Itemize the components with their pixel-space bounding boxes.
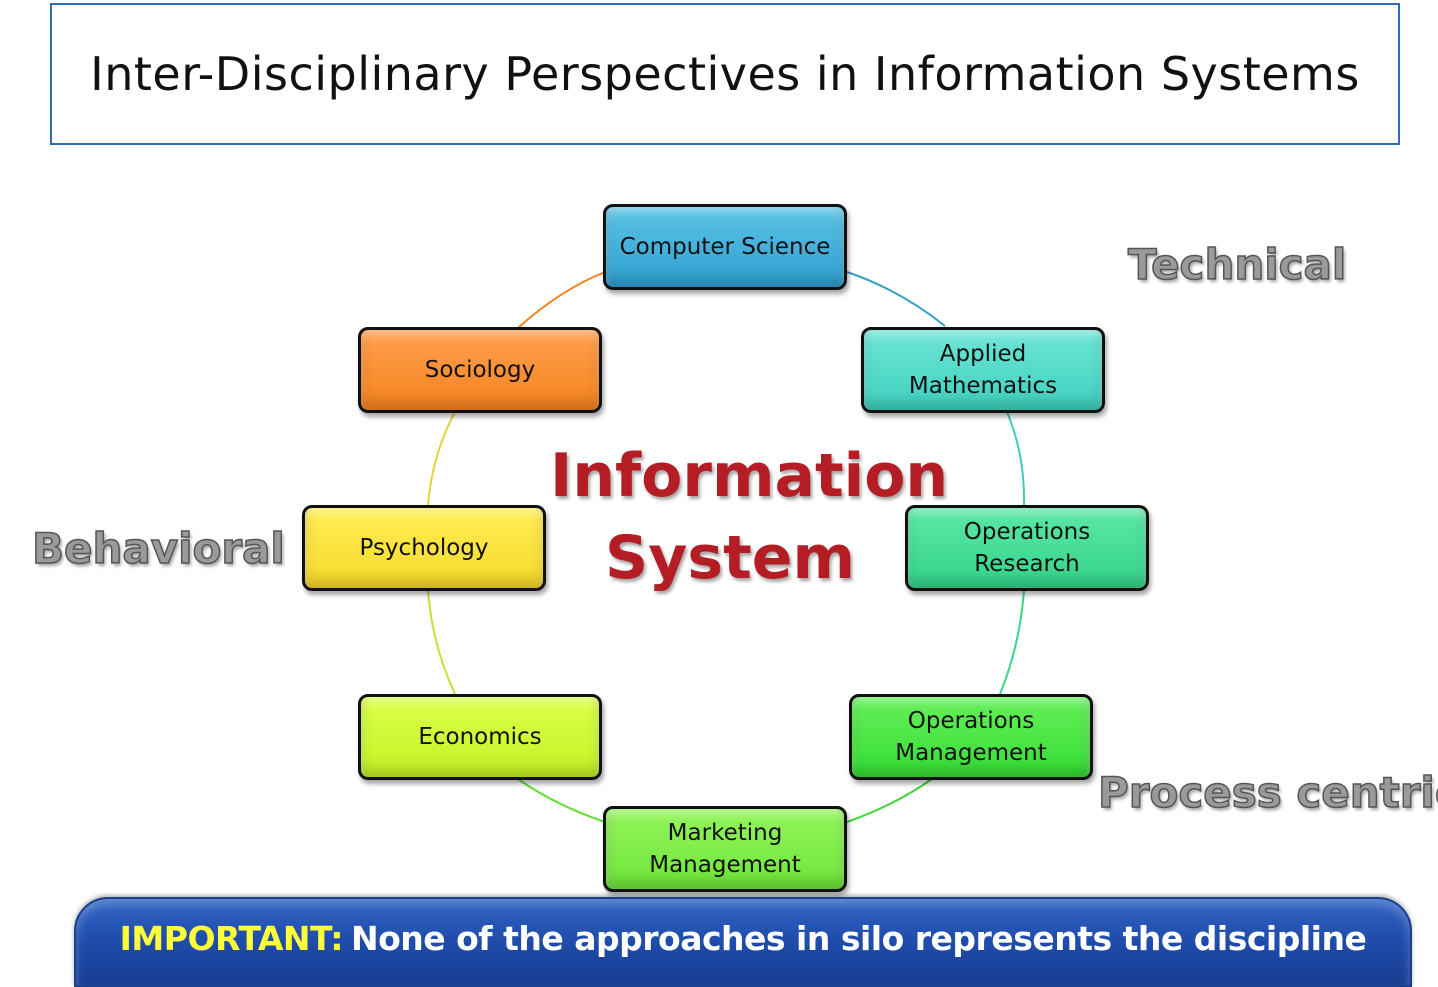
arc-mm-ec [517, 778, 606, 823]
arc-am-or [1006, 411, 1026, 506]
group-label-process-centric: Process centric [1097, 767, 1438, 818]
node-label-line1: Applied [939, 341, 1027, 367]
node-label: Psychology [359, 535, 489, 561]
banner-keyword: IMPORTANT: [119, 919, 344, 958]
node-label-line2: Management [895, 740, 1047, 766]
node-label: Computer Science [619, 234, 831, 260]
node-marketing-management: Marketing Management [603, 806, 847, 892]
node-label: Sociology [424, 357, 536, 383]
node-label-line1: Marketing [667, 820, 783, 846]
center-label-line1: Information [550, 441, 949, 511]
node-operations-research: Operations Research [905, 505, 1149, 591]
node-applied-mathematics: Applied Mathematics [861, 327, 1105, 413]
node-label-line2: Research [974, 551, 1080, 577]
node-label-line2: Management [649, 852, 801, 878]
arc-sociology-cs [517, 271, 606, 329]
important-banner: IMPORTANT: None of the approaches in sil… [74, 897, 1412, 987]
arc-or-om [999, 589, 1025, 695]
arc-om-mm [846, 778, 933, 823]
group-label-technical: Technical [1127, 239, 1347, 290]
node-psychology: Psychology [302, 505, 546, 591]
node-label: Economics [418, 724, 542, 750]
title-box: Inter-Disciplinary Perspectives in Infor… [50, 3, 1400, 145]
page-title: Inter-Disciplinary Perspectives in Infor… [90, 47, 1360, 101]
group-label-behavioral: Behavioral [31, 523, 285, 574]
node-economics: Economics [358, 694, 602, 780]
banner-message: None of the approaches in silo represent… [350, 919, 1367, 958]
node-label-line1: Operations [963, 519, 1091, 545]
node-label-line1: Operations [907, 708, 1035, 734]
arc-cs-am [846, 271, 946, 327]
arc-ec-ps [427, 589, 456, 695]
node-sociology: Sociology [358, 327, 602, 413]
center-label-line2: System [605, 523, 855, 593]
node-operations-management: Operations Management [849, 694, 1093, 780]
arc-ps-so [427, 411, 456, 506]
node-computer-science: Computer Science [603, 204, 847, 290]
node-label-line2: Mathematics [908, 373, 1058, 399]
